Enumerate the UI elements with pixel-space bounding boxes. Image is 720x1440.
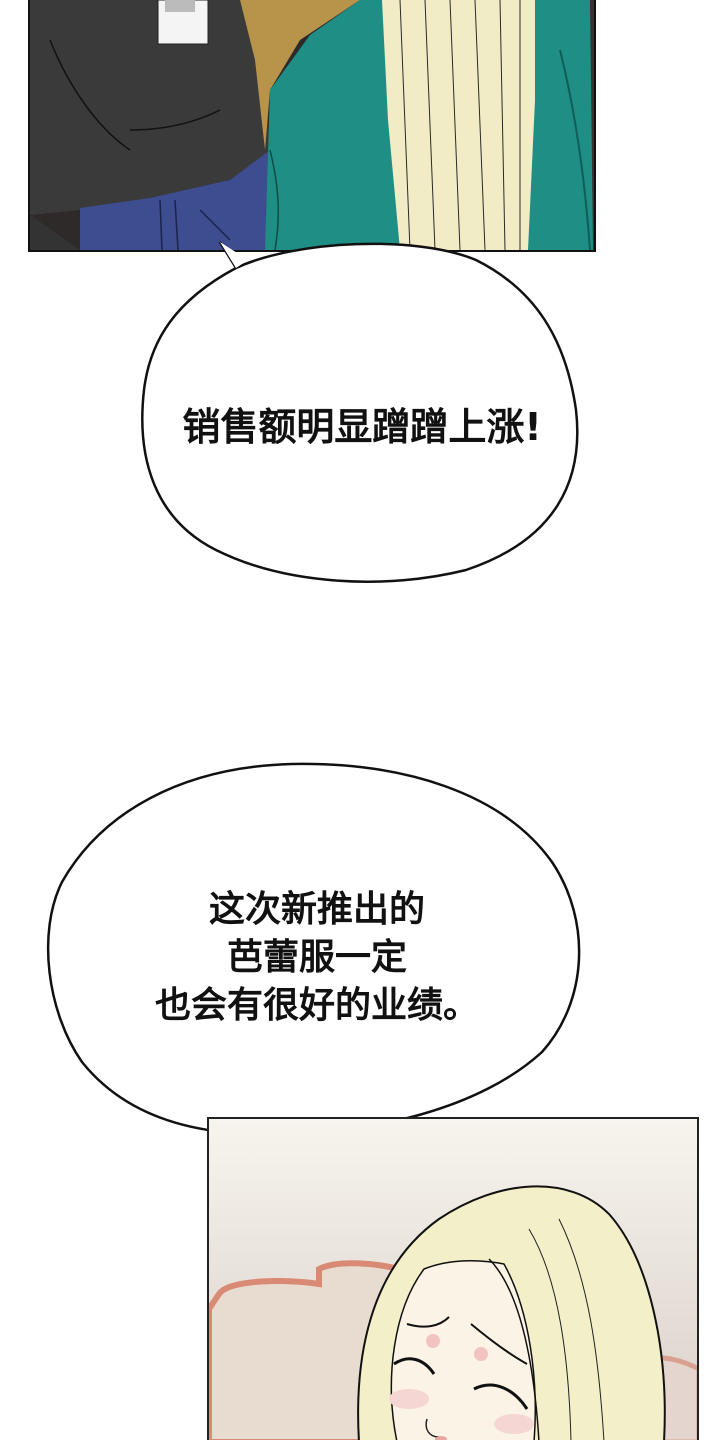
bubble-line: 这次新推出的: [208, 889, 425, 930]
speech-bubble-1-text: 销售额明显蹭蹭上涨!: [136, 396, 588, 451]
bubble-line: 芭蕾服一定: [226, 937, 407, 978]
panel-top-art: [30, 0, 594, 250]
speech-bubble-1-shape: [141, 241, 579, 583]
comic-panel-top: [28, 0, 596, 252]
speech-bubble-2: 这次新推出的 芭蕾服一定 也会有很好的业绩。: [42, 762, 592, 1218]
panel-bottom-art: [209, 1119, 697, 1440]
speech-bubble-2-text: 这次新推出的 芭蕾服一定 也会有很好的业绩。: [42, 886, 592, 1030]
comic-panel-bottom: [207, 1117, 699, 1440]
bubble-line: 销售额明显蹭蹭上涨!: [182, 405, 542, 449]
speech-bubble-1: 销售额明显蹭蹭上涨!: [136, 230, 588, 590]
speech-bubble-2-shape: [46, 762, 581, 1218]
bubble-line: 也会有很好的业绩。: [154, 985, 479, 1026]
